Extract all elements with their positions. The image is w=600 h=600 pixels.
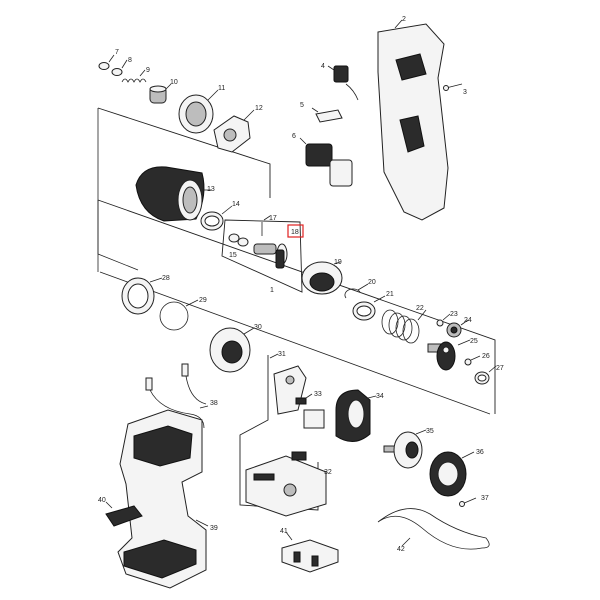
label-12: 12 [255, 105, 263, 112]
label-37: 37 [481, 495, 489, 502]
part-19-hammer [301, 261, 343, 295]
part-14-ring [200, 205, 233, 231]
label-42: 42 [397, 546, 405, 553]
part-31-plate [269, 353, 307, 415]
label-7: 7 [115, 49, 119, 56]
part-41-terminal [281, 531, 339, 573]
label-19: 19 [334, 259, 342, 266]
label-29: 29 [199, 297, 207, 304]
label-21: 21 [386, 291, 394, 298]
label-33: 33 [314, 391, 322, 398]
part-32-controller [245, 451, 327, 517]
label-36: 36 [476, 449, 484, 456]
label-1: 1 [270, 287, 274, 294]
label-23: 23 [450, 311, 458, 318]
part-36-fan [429, 451, 475, 497]
label-27: 27 [496, 365, 504, 372]
part-3-screw [443, 83, 463, 91]
part-13-front-housing [135, 166, 212, 222]
part-7 [98, 54, 115, 70]
label-8: 8 [128, 57, 132, 64]
highlight-part-18 [287, 224, 304, 238]
label-9: 9 [146, 67, 150, 74]
part-24-gear [446, 319, 469, 338]
part-5-pad [311, 107, 343, 123]
label-26: 26 [482, 353, 490, 360]
label-20: 20 [368, 279, 376, 286]
part-11-ring [178, 89, 219, 134]
part-29-oring [159, 299, 199, 331]
part-17-pin [261, 215, 271, 236]
label-40: 40 [98, 497, 106, 504]
label-30: 30 [254, 324, 262, 331]
part-42-strap [377, 508, 490, 550]
part-38-lead [145, 363, 209, 429]
label-3: 3 [463, 89, 467, 96]
label-35: 35 [426, 428, 434, 435]
part-28-ring [121, 277, 163, 315]
label-41: 41 [280, 528, 288, 535]
part-25-spindle [427, 339, 471, 371]
part-18-anvil [253, 243, 288, 269]
part-39-tool-body [117, 409, 209, 589]
part-20-ball [344, 283, 369, 299]
part-35-rotor [383, 429, 427, 469]
label-13: 13 [207, 186, 215, 193]
label-18: 18 [291, 229, 299, 236]
part-12-cap [213, 109, 255, 153]
part-27-ring [474, 365, 497, 385]
part-40-pad [105, 501, 143, 527]
label-2: 2 [402, 16, 406, 23]
label-38: 38 [210, 400, 218, 407]
label-28: 28 [162, 275, 170, 282]
part-number-labels: 1 2 3 4 5 6 7 8 9 10 11 12 13 14 15 17 1… [98, 16, 504, 553]
part-10 [149, 83, 172, 104]
label-22: 22 [416, 305, 424, 312]
subassembly-box-18 [221, 219, 303, 293]
part-2-housing [377, 19, 449, 221]
label-4: 4 [321, 63, 325, 70]
label-15: 15 [229, 252, 237, 259]
label-11: 11 [218, 85, 225, 92]
part-34-field [335, 389, 377, 442]
part-30-housing [209, 327, 255, 373]
part-33-connector [295, 393, 325, 429]
part-23-pin [436, 313, 451, 327]
label-39: 39 [210, 525, 218, 532]
part-26-pin [464, 355, 481, 366]
label-17: 17 [269, 215, 277, 222]
part-6-switch-unit [299, 137, 353, 187]
label-31: 31 [278, 351, 286, 358]
label-34: 34 [376, 393, 384, 400]
part-15-rings [228, 233, 249, 247]
part-8 [111, 59, 128, 76]
part-9-spring [121, 69, 147, 83]
label-6: 6 [292, 133, 296, 140]
part-21-washer [352, 295, 386, 321]
label-5: 5 [300, 102, 304, 109]
assembly-frame-lower [97, 199, 496, 415]
label-32: 32 [324, 469, 332, 476]
label-14: 14 [232, 201, 240, 208]
part-37-screw [459, 497, 477, 507]
label-24: 24 [464, 317, 472, 324]
label-10: 10 [170, 79, 178, 86]
part-22-spring [381, 309, 427, 344]
part-4-switch [327, 65, 359, 101]
label-25: 25 [470, 338, 478, 345]
